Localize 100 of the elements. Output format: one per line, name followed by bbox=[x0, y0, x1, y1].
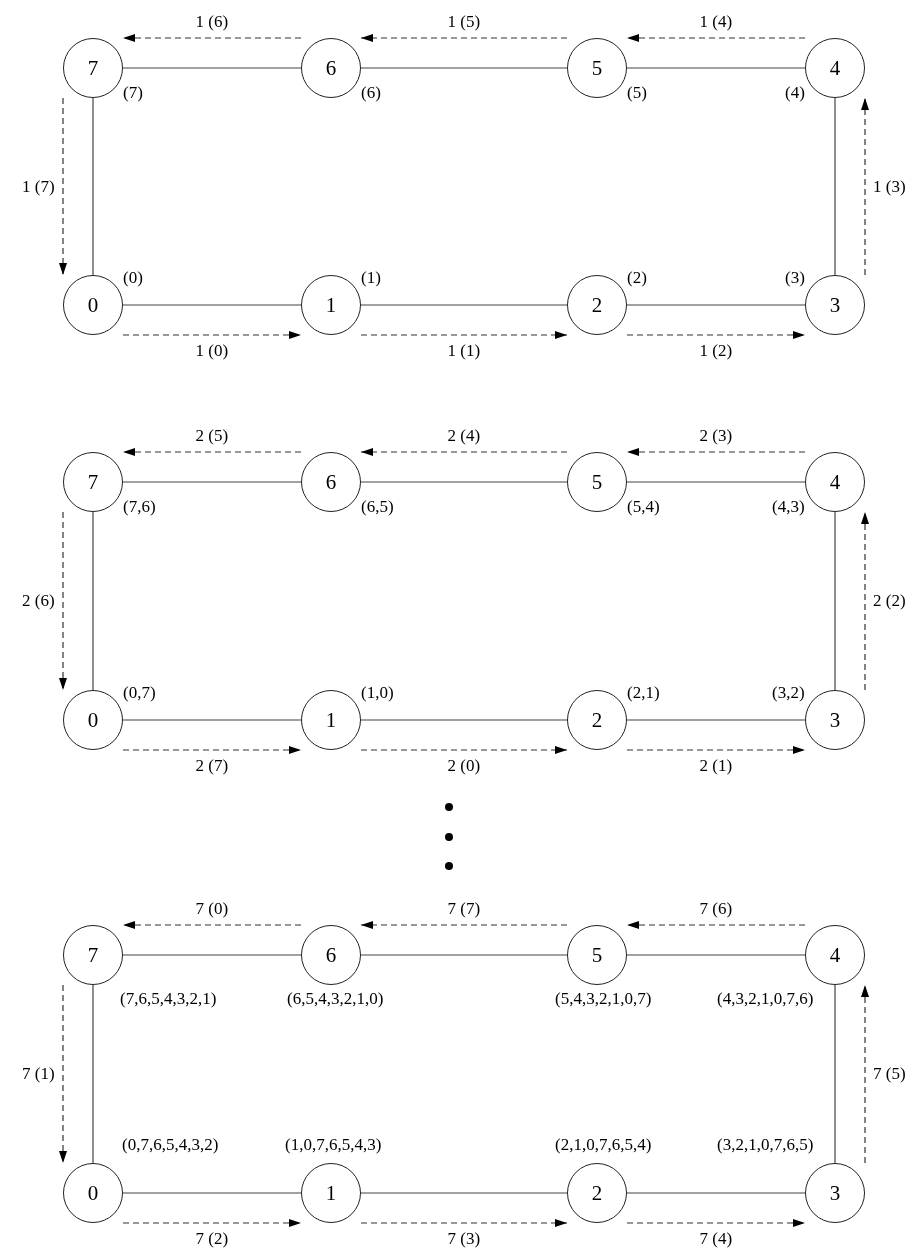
node-annotation: (6,5,4,3,2,1,0) bbox=[287, 989, 384, 1009]
node-annotation: (0,7,6,5,4,3,2) bbox=[122, 1135, 219, 1155]
arrow bbox=[59, 97, 67, 276]
connector-line bbox=[626, 481, 806, 483]
connector-line bbox=[92, 97, 94, 276]
arrow bbox=[122, 1219, 302, 1227]
edge-label: 7 (4) bbox=[697, 1229, 735, 1249]
connector-line bbox=[360, 481, 568, 483]
node-circle: 3 bbox=[805, 275, 865, 335]
arrow bbox=[626, 921, 806, 929]
node-circle: 1 bbox=[301, 275, 361, 335]
connector-line bbox=[626, 954, 806, 956]
node-circle: 5 bbox=[567, 925, 627, 985]
arrow bbox=[59, 511, 67, 691]
node-circle: 4 bbox=[805, 925, 865, 985]
node-circle: 2 bbox=[567, 1163, 627, 1223]
node-annotation: (7) bbox=[123, 83, 143, 103]
edge-label: 2 (7) bbox=[193, 756, 231, 776]
node-circle: 0 bbox=[63, 275, 123, 335]
edge-label: 7 (5) bbox=[871, 1064, 908, 1084]
arrow bbox=[360, 448, 568, 456]
arrow bbox=[360, 331, 568, 339]
arrow bbox=[122, 921, 302, 929]
node-circle: 6 bbox=[301, 452, 361, 512]
edge-label: 2 (3) bbox=[697, 426, 735, 446]
arrow bbox=[626, 1219, 806, 1227]
connector-line bbox=[122, 954, 302, 956]
node-circle: 0 bbox=[63, 690, 123, 750]
node-annotation: (6,5) bbox=[361, 497, 394, 517]
edge-label: 7 (2) bbox=[193, 1229, 231, 1249]
arrow bbox=[626, 34, 806, 42]
node-annotation: (3,2) bbox=[772, 683, 805, 703]
node-circle: 3 bbox=[805, 1163, 865, 1223]
connector-line bbox=[626, 67, 806, 69]
connector-line bbox=[122, 67, 302, 69]
edge-label: 2 (2) bbox=[871, 591, 908, 611]
node-circle: 6 bbox=[301, 925, 361, 985]
arrow bbox=[122, 448, 302, 456]
arrow bbox=[861, 97, 869, 276]
node-annotation: (5) bbox=[627, 83, 647, 103]
node-circle: 1 bbox=[301, 1163, 361, 1223]
node-annotation: (3,2,1,0,7,6,5) bbox=[717, 1135, 814, 1155]
edge-label: 2 (4) bbox=[445, 426, 483, 446]
connector-line bbox=[360, 719, 568, 721]
connector-line bbox=[360, 954, 568, 956]
node-circle: 2 bbox=[567, 690, 627, 750]
node-annotation: (4,3,2,1,0,7,6) bbox=[717, 989, 814, 1009]
node-annotation: (5,4) bbox=[627, 497, 660, 517]
arrow bbox=[626, 448, 806, 456]
node-circle: 4 bbox=[805, 38, 865, 98]
connector-line bbox=[626, 719, 806, 721]
node-annotation: (2) bbox=[627, 268, 647, 288]
node-annotation: (4,3) bbox=[772, 497, 805, 517]
edge-label: 2 (6) bbox=[20, 591, 57, 611]
connector-line bbox=[626, 1192, 806, 1194]
edge-label: 2 (0) bbox=[445, 756, 483, 776]
node-annotation: (1,0) bbox=[361, 683, 394, 703]
connector-line bbox=[834, 97, 836, 276]
edge-label: 7 (6) bbox=[697, 899, 735, 919]
arrow bbox=[861, 511, 869, 691]
connector-line bbox=[122, 481, 302, 483]
edge-label: 2 (5) bbox=[193, 426, 231, 446]
connector-line bbox=[122, 1192, 302, 1194]
arrow bbox=[360, 746, 568, 754]
node-circle: 3 bbox=[805, 690, 865, 750]
edge-label: 7 (1) bbox=[20, 1064, 57, 1084]
arrow bbox=[360, 34, 568, 42]
node-circle: 5 bbox=[567, 38, 627, 98]
node-annotation: (6) bbox=[361, 83, 381, 103]
node-annotation: (5,4,3,2,1,0,7) bbox=[555, 989, 652, 1009]
connector-line bbox=[122, 304, 302, 306]
arrow bbox=[626, 331, 806, 339]
node-annotation: (2,1,0,7,6,5,4) bbox=[555, 1135, 652, 1155]
arrow bbox=[360, 1219, 568, 1227]
node-annotation: (1) bbox=[361, 268, 381, 288]
connector-line bbox=[360, 304, 568, 306]
connector-line bbox=[834, 511, 836, 691]
edge-label: 2 (1) bbox=[697, 756, 735, 776]
node-circle: 4 bbox=[805, 452, 865, 512]
arrow bbox=[122, 331, 302, 339]
node-annotation: (0) bbox=[123, 268, 143, 288]
node-circle: 7 bbox=[63, 925, 123, 985]
connector-line bbox=[122, 719, 302, 721]
connector-line bbox=[626, 304, 806, 306]
node-annotation: (0,7) bbox=[123, 683, 156, 703]
node-circle: 6 bbox=[301, 38, 361, 98]
node-annotation: (4) bbox=[785, 83, 805, 103]
node-annotation: (3) bbox=[785, 268, 805, 288]
connector-line bbox=[92, 984, 94, 1164]
connector-line bbox=[92, 511, 94, 691]
arrow bbox=[861, 984, 869, 1164]
arrow bbox=[59, 984, 67, 1164]
arrow bbox=[122, 34, 302, 42]
node-circle: 5 bbox=[567, 452, 627, 512]
connector-line bbox=[360, 67, 568, 69]
arrow bbox=[626, 746, 806, 754]
node-annotation: (2,1) bbox=[627, 683, 660, 703]
edge-label: 7 (0) bbox=[193, 899, 231, 919]
connector-line bbox=[834, 984, 836, 1164]
arrow bbox=[360, 921, 568, 929]
